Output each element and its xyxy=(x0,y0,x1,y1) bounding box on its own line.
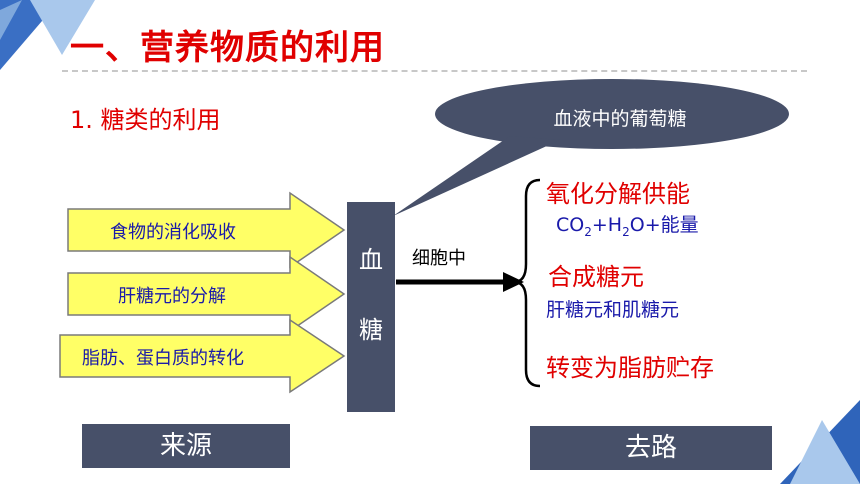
bubble-ellipse xyxy=(435,79,789,149)
cell-label: 细胞中 xyxy=(412,248,466,269)
bubble-text: 血液中的葡萄糖 xyxy=(553,108,687,130)
destination-glycogen: 合成糖元 xyxy=(548,263,644,291)
section-subtitle: 1. 糖类的利用 xyxy=(70,106,221,134)
destination-footer-label: 去路 xyxy=(530,426,772,470)
destination-oxidation-products: CO2+H2O+能量 xyxy=(556,214,699,239)
source-arrow-1 xyxy=(67,191,346,269)
cell-arrow-head xyxy=(503,272,524,292)
source-label-glycogen: 肝糖元的分解 xyxy=(118,286,226,307)
blood-sugar-char-1: 血 xyxy=(359,246,383,274)
source-footer-label: 来源 xyxy=(82,424,290,468)
destination-brace xyxy=(513,178,541,388)
destination-oxidation: 氧化分解供能 xyxy=(546,180,690,208)
title-divider xyxy=(62,70,807,72)
source-label-fat-protein: 脂肪、蛋白质的转化 xyxy=(82,348,244,369)
destination-fat-storage: 转变为脂肪贮存 xyxy=(546,354,714,382)
blood-sugar-char-2: 糖 xyxy=(359,316,383,344)
blood-sugar-box: 血 糖 xyxy=(347,202,395,412)
bubble-tail xyxy=(393,136,560,216)
corner-triangle-mid xyxy=(0,0,22,40)
destination-glycogen-types: 肝糖元和肌糖元 xyxy=(546,299,680,321)
corner-triangle-light xyxy=(30,0,95,55)
page-title: 一、营养物质的利用 xyxy=(70,28,385,68)
source-label-food: 食物的消化吸收 xyxy=(110,222,236,243)
source-arrow-2 xyxy=(67,255,346,333)
corner-triangle-br-light xyxy=(790,420,860,484)
source-arrow-3 xyxy=(59,318,346,394)
